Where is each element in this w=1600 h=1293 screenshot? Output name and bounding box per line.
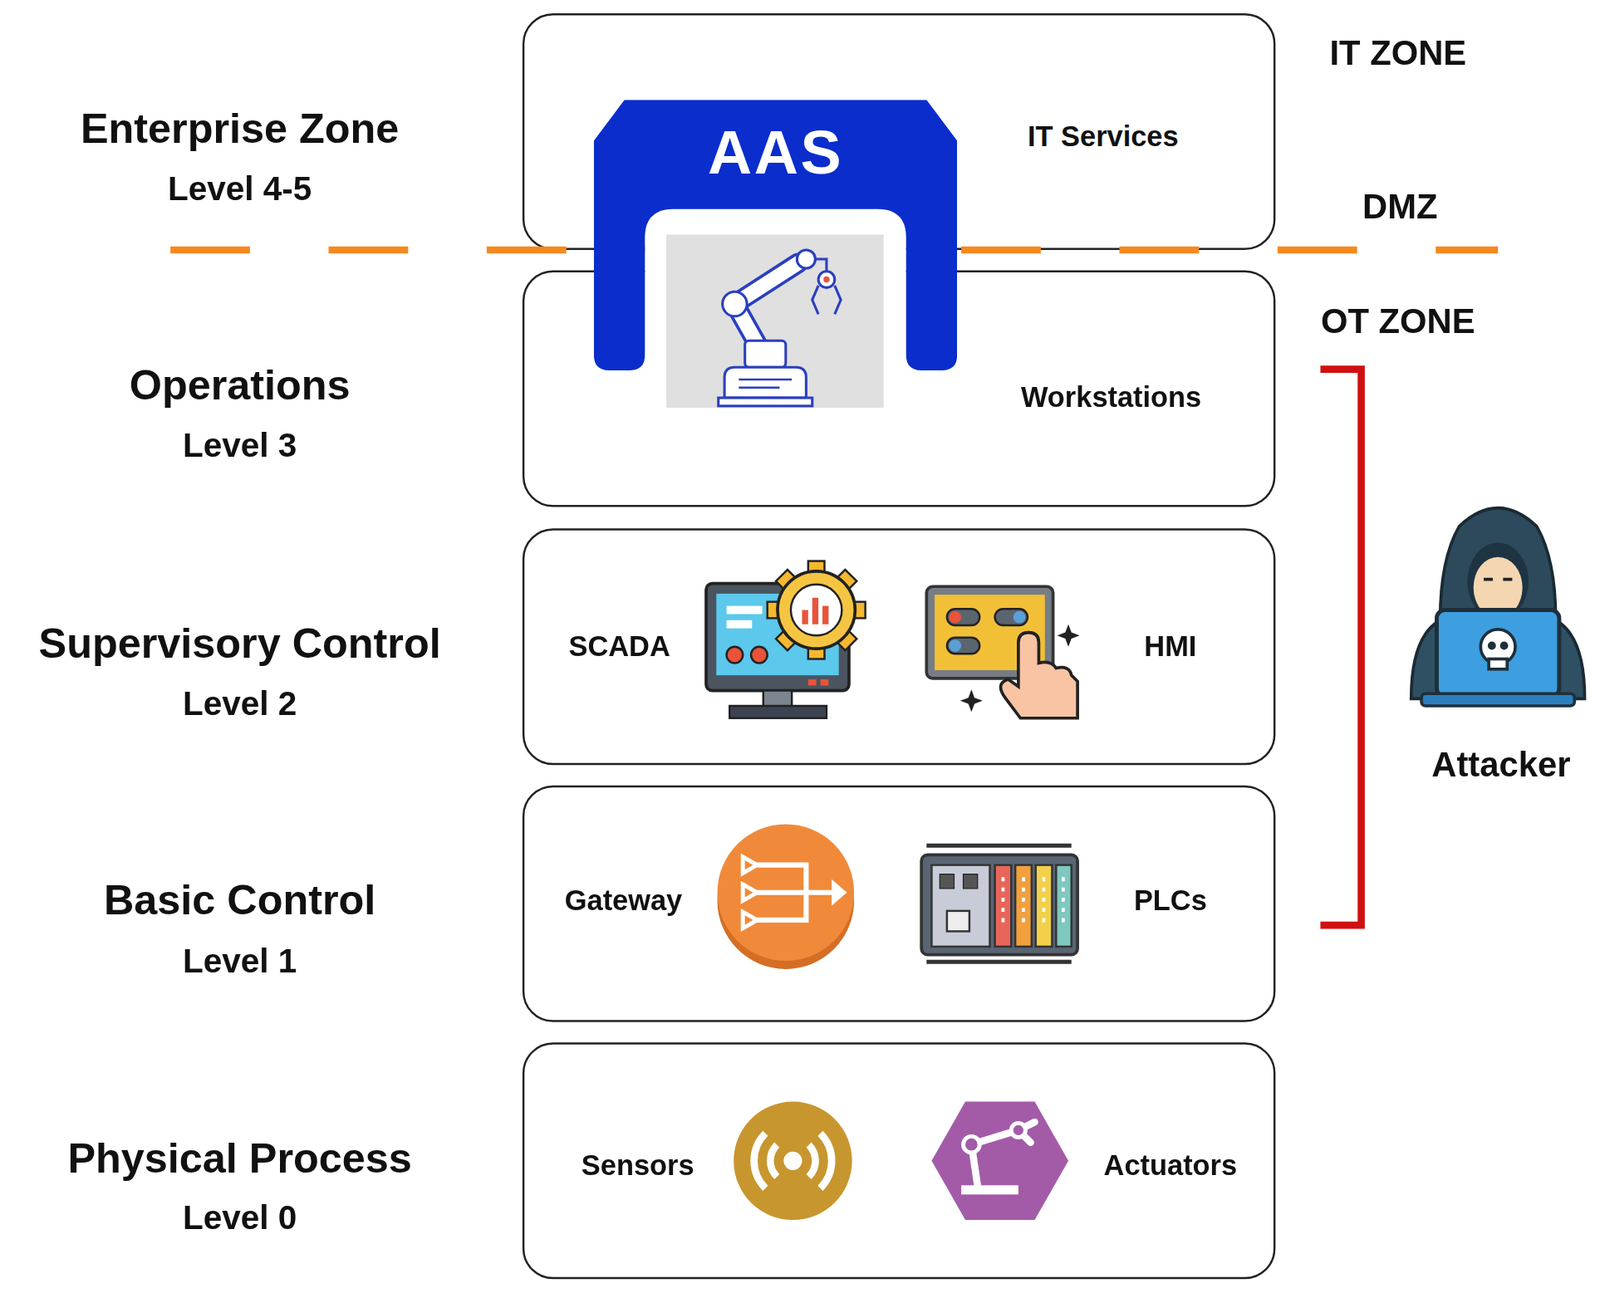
robot-arm-symbol-part (745, 340, 786, 368)
level-number: Level 0 (182, 1198, 297, 1238)
level-name: Supervisory Control (39, 619, 442, 668)
robot-arm-symbol-part (738, 379, 792, 388)
zone-box: Gateway PLCs (522, 785, 1276, 1023)
component-label: IT Services (1027, 120, 1179, 154)
robot-arm-symbol (718, 250, 841, 407)
robot-arm-symbol-part (796, 250, 815, 269)
attacker-icon-part (1487, 642, 1497, 651)
robot-arm-symbol-part (823, 276, 830, 283)
level-name: Basic Control (103, 877, 376, 926)
attacker-icon-part (1473, 557, 1523, 619)
component-label: Actuators (1104, 1149, 1238, 1183)
attacker-icon-part (1421, 693, 1575, 707)
aas-node: AAS (593, 99, 958, 408)
ot-bracket (1320, 369, 1361, 926)
level-name: Enterprise Zone (80, 105, 399, 154)
attacker-icon (1411, 508, 1586, 707)
zone-label: OT ZONE (1320, 301, 1476, 342)
robot-arm-symbol-part (722, 291, 747, 316)
robot-arm-symbol-part (724, 367, 806, 398)
zone-label: DMZ (1362, 186, 1438, 227)
component-label: PLCs (1133, 884, 1208, 918)
attacker-icon-part (1411, 615, 1586, 700)
component-label: Sensors (581, 1149, 695, 1183)
robot-arm-symbol-part (818, 271, 835, 289)
level-number: Level 1 (182, 942, 297, 982)
zone-box: SCADA HMI (522, 528, 1276, 766)
level-name: Physical Process (67, 1134, 412, 1183)
attacker-label: Attacker (1431, 745, 1571, 786)
attacker-icon-part (1488, 658, 1507, 669)
zone-box: Sensors Actuators (522, 1042, 1276, 1280)
aas-opening (644, 209, 906, 409)
level-number: Level 2 (182, 684, 297, 724)
level-name: Operations (129, 361, 351, 410)
robot-arm-symbol-part (814, 259, 827, 272)
attacker-icon-part (1440, 508, 1556, 657)
robot-arm-symbol-part (718, 397, 813, 407)
attacker-icon-part (1436, 610, 1559, 697)
aas-title: AAS (707, 117, 844, 189)
attacker-icon-part (1467, 542, 1529, 620)
zone-label: IT ZONE (1329, 33, 1467, 74)
aas-window (666, 235, 884, 409)
component-label: Gateway (564, 884, 683, 918)
component-label: HMI (1143, 630, 1197, 664)
level-number: Level 3 (182, 426, 297, 466)
component-label: Workstations (1020, 381, 1202, 415)
level-number: Level 4-5 (167, 169, 312, 209)
attacker-icon-part (1483, 578, 1512, 582)
robot-arm-symbol-part (812, 285, 841, 315)
component-label: SCADA (568, 630, 670, 664)
attacker-icon-part (1500, 642, 1509, 651)
attacker-icon-part (1480, 629, 1516, 665)
